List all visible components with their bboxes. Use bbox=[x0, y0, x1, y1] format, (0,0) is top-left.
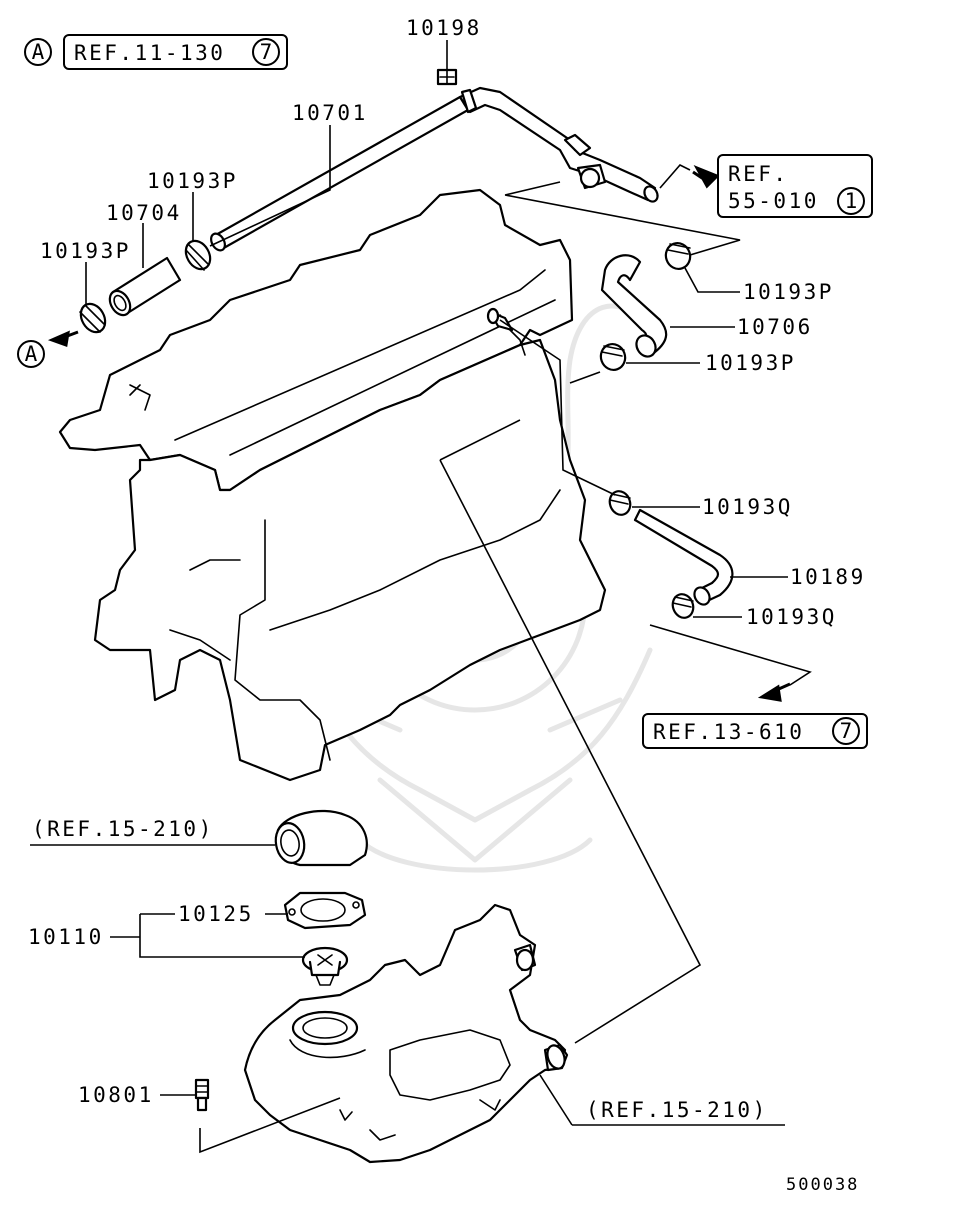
label-10193Q-b: 10193Q bbox=[746, 605, 837, 629]
label-10193P-c: 10193P bbox=[743, 280, 834, 304]
water-inlet-housing bbox=[243, 903, 569, 1164]
arrow-to-ref-13-610 bbox=[757, 682, 791, 702]
label-10704: 10704 bbox=[106, 201, 182, 225]
ref-11-130-num: 7 bbox=[260, 40, 273, 64]
diagram-code: 500038 bbox=[786, 1175, 859, 1195]
engine-block bbox=[58, 188, 607, 782]
arrow-to-marker-a bbox=[47, 330, 79, 348]
clamp-10193P-lower-right bbox=[599, 343, 627, 371]
label-10193P-d: 10193P bbox=[705, 351, 796, 375]
label-10189: 10189 bbox=[790, 565, 866, 589]
ref-13-610-label: REF.13-610 bbox=[653, 720, 804, 744]
label-ref-15-210-upper[interactable]: (REF.15-210) bbox=[32, 817, 214, 841]
ref-box-55-010[interactable]: REF. 55-010 1 bbox=[717, 154, 873, 218]
clamp-10193P-upper-right bbox=[664, 242, 692, 270]
gasket-10125 bbox=[283, 891, 367, 930]
thermostat-10110 bbox=[301, 946, 349, 986]
label-10110: 10110 bbox=[28, 925, 104, 949]
hose-10189 bbox=[633, 508, 734, 606]
ref-11-130-label: REF.11-130 bbox=[74, 41, 225, 65]
water-outlet-fitting bbox=[274, 810, 368, 867]
marker-a-top: A bbox=[24, 38, 52, 66]
hose-10704 bbox=[108, 256, 182, 317]
marker-a-left-label: A bbox=[25, 342, 38, 366]
label-10701: 10701 bbox=[292, 101, 368, 125]
ref-55-010-num: 1 bbox=[845, 189, 858, 213]
label-10193P-a: 10193P bbox=[147, 169, 238, 193]
arrow-to-ref-55-010 bbox=[692, 165, 720, 189]
ref-box-13-610[interactable]: REF.13-610 7 bbox=[642, 713, 868, 749]
clamp-10193P-left-inner bbox=[184, 239, 212, 271]
clamp-10193P-left-outer bbox=[79, 302, 107, 334]
marker-a-top-label: A bbox=[32, 40, 45, 64]
label-10193P-b: 10193P bbox=[40, 239, 131, 263]
label-10125: 10125 bbox=[178, 902, 254, 926]
ref-box-11-130[interactable]: REF.11-130 7 bbox=[63, 34, 288, 70]
ref-55-010-line1: REF. bbox=[728, 162, 789, 186]
label-10193Q-a: 10193Q bbox=[702, 495, 793, 519]
hose-10706 bbox=[600, 254, 668, 358]
water-pipe-10701 bbox=[210, 86, 659, 252]
ref-55-010-line2: 55-010 bbox=[728, 189, 819, 213]
bolt-10198 bbox=[436, 68, 458, 86]
thermo-switch-10801 bbox=[194, 1078, 210, 1112]
clamp-10193Q-lower bbox=[671, 593, 695, 619]
leader-lines bbox=[30, 40, 812, 1154]
label-10706: 10706 bbox=[737, 315, 813, 339]
marker-a-left: A bbox=[17, 340, 45, 368]
label-10198: 10198 bbox=[406, 16, 482, 40]
clamp-10193Q-upper bbox=[608, 490, 632, 516]
ref-13-610-num: 7 bbox=[840, 719, 853, 743]
label-ref-15-210-lower[interactable]: (REF.15-210) bbox=[586, 1098, 768, 1122]
label-10801: 10801 bbox=[78, 1083, 154, 1107]
